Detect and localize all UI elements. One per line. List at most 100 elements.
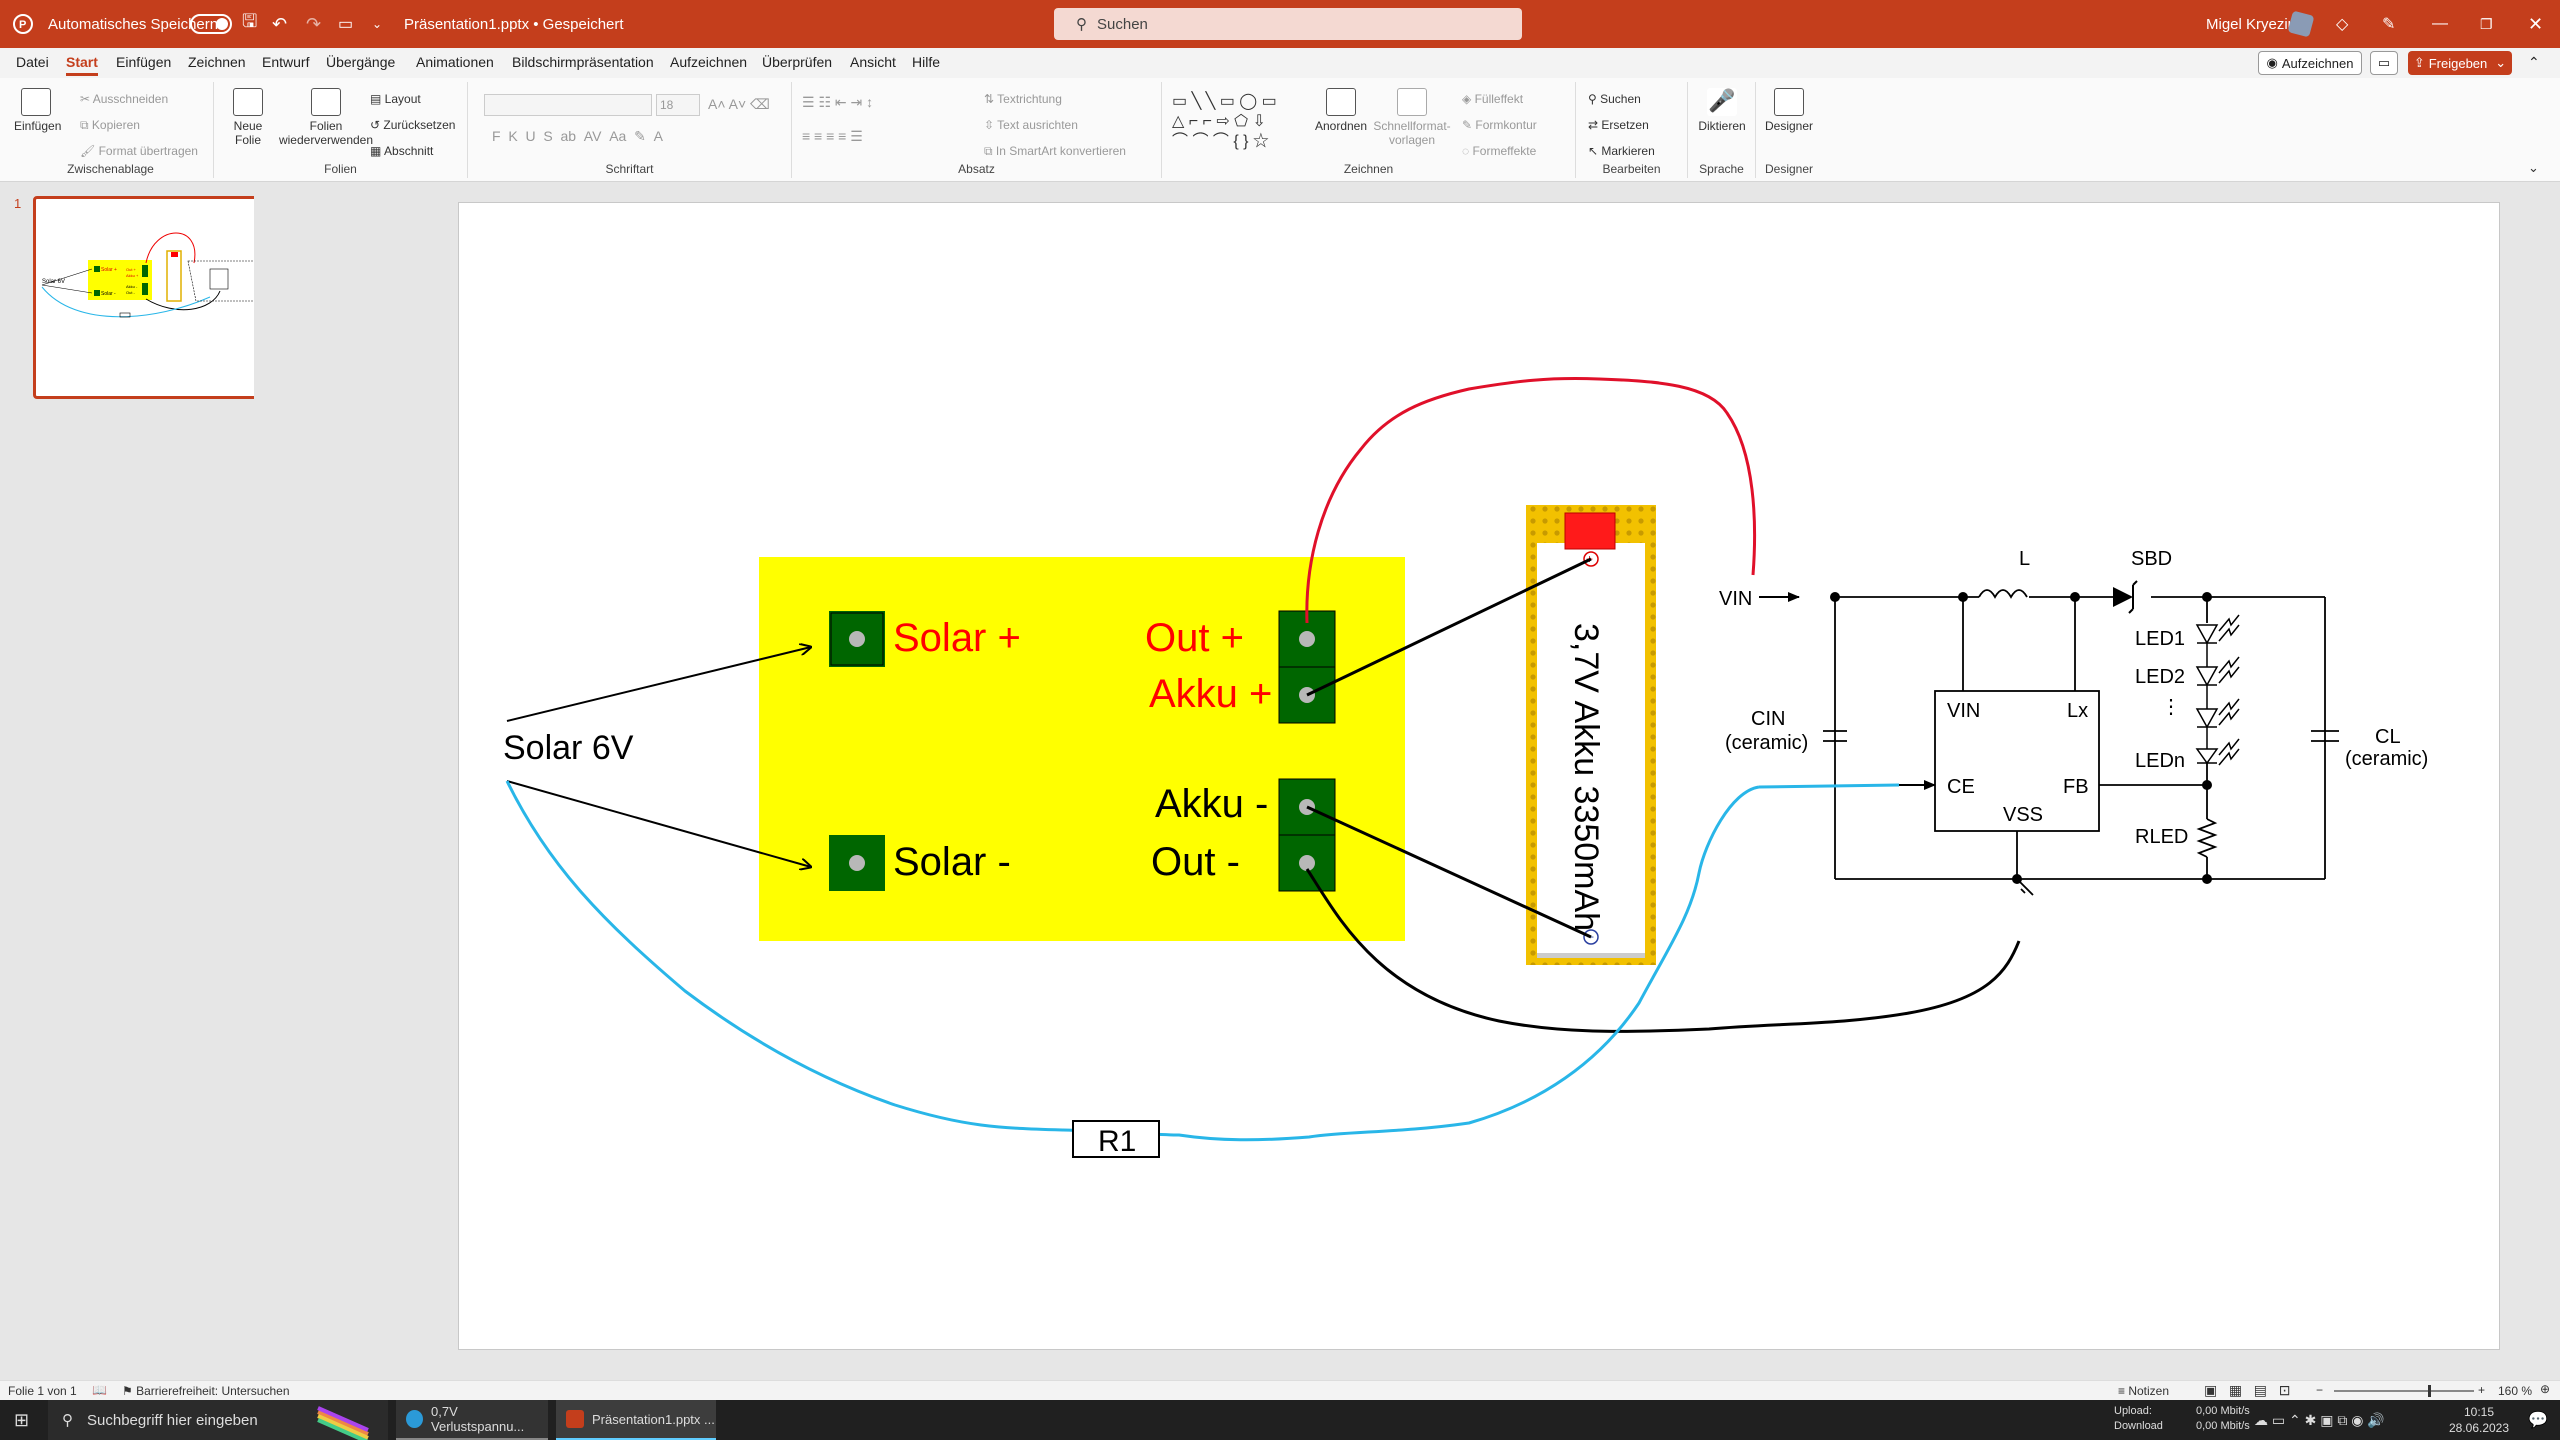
system-tray-icons[interactable]: ☁ ▭ ⌃ ✱ ▣ ⧉ ◉ 🔊 [2254,1411,2385,1428]
font-style-icons[interactable]: F K U S ab AV Aa ✎ A [492,128,663,144]
battery-label[interactable]: 3,7V Akku 3350mAh [1567,623,1605,931]
taskbar-app-powerpoint[interactable]: Präsentation1.pptx ... [556,1400,716,1440]
save-icon[interactable]: 🖫 [242,11,258,31]
tab-ansicht[interactable]: Ansicht [850,54,896,70]
tab-uebergaenge[interactable]: Übergänge [326,54,396,70]
solar-6v-label[interactable]: Solar 6V [503,729,634,767]
close-icon[interactable]: ✕ [2528,13,2544,34]
dictate-button[interactable]: 🎤Diktieren [1692,88,1752,133]
shapes-gallery[interactable]: ▭ ╲ ╲ ▭ ◯ ▭△ ⌐ ⌐ ⇨ ⬠ ⇩⌒ ⌒ ⌒ { } ☆ [1172,93,1277,150]
tab-entwurf[interactable]: Entwurf [262,54,310,70]
redo-icon[interactable]: ↷ [306,13,322,34]
chevron-up-icon[interactable]: ⌃ [2528,54,2540,70]
shape-effects-button[interactable]: ◌ Formeffekte [1462,144,1536,158]
wire-cyan-ce[interactable] [505,780,1760,1142]
tab-einfuegen[interactable]: Einfügen [116,54,172,70]
cut-button[interactable]: ✂ Ausschneiden [80,92,168,106]
slide-canvas[interactable]: Solar + Solar - Out + Akku + Akku - Out … [458,202,2500,1350]
record-button[interactable]: ◉Aufzeichnen [2258,51,2362,75]
shape-outline-button[interactable]: ✎ Formkontur [1462,118,1537,132]
arrow-to-solar-plus[interactable] [506,647,811,722]
zoom-level[interactable]: 160 % [2498,1384,2533,1398]
resistor-r1[interactable] [1072,1120,1160,1158]
customize-icon[interactable]: ⌄ [372,17,383,31]
notes-button[interactable]: ≡ Notizen [2118,1384,2169,1398]
reset-button[interactable]: ↺ Zurücksetzen [370,118,455,132]
avatar[interactable] [2287,0,2315,48]
find-button[interactable]: ⚲ Suchen [1588,92,1641,106]
solar-plus-label[interactable]: Solar + [893,616,1021,660]
search-box[interactable]: ⚲ Suchen [1054,8,1522,40]
notifications-icon[interactable]: 💬 [2528,1412,2548,1429]
alignment-icons[interactable]: ≡ ≡ ≡ ≡ ☰ [802,128,863,144]
format-painter-button[interactable]: 🖌 Format übertragen [80,144,198,158]
smartart-button[interactable]: ⧉ In SmartArt konvertieren [984,144,1126,159]
maximize-icon[interactable]: ❐ [2480,15,2493,32]
pen-icon[interactable]: ✎ [2382,16,2396,33]
font-size-select[interactable]: 18 [656,94,700,116]
fit-slide-icon[interactable]: ⊕ [2540,1382,2551,1396]
zoom-out-icon[interactable]: − [2316,1383,2324,1397]
font-grow-icon[interactable]: A˄ A˅ ⌫ [708,96,770,112]
led-string[interactable] [2195,614,2240,766]
replace-button[interactable]: ⇄ Ersetzen [1588,118,1649,132]
solar-minus-label[interactable]: Solar - [893,840,1011,884]
wire-red-vin[interactable] [1305,376,1757,624]
taskbar-app-browser[interactable]: 0,7V Verlustspannu... [396,1400,548,1440]
user-name[interactable]: Migel Kryeziu [2206,15,2297,33]
slide-count[interactable]: Folie 1 von 1 [8,1384,77,1398]
select-button[interactable]: ↖ Markieren [1588,144,1655,158]
wire-akku-minus[interactable] [1306,805,1592,939]
comments-icon[interactable]: ▭ [2370,51,2398,75]
solar-minus-terminal[interactable] [829,835,885,891]
tab-animationen[interactable]: Animationen [416,54,494,70]
autosave-toggle[interactable] [182,0,240,48]
spellcheck-icon[interactable]: 📖 [92,1383,107,1397]
akku-plus-label[interactable]: Akku + [1149,672,1272,716]
document-title[interactable]: Präsentation1.pptx • Gespeichert [404,15,624,33]
section-button[interactable]: ▦ Abschnitt [370,144,433,158]
diamond-icon[interactable]: ◇ [2336,16,2349,33]
wire-black-ground[interactable] [1305,868,2021,1033]
tab-start[interactable]: Start [66,54,98,76]
align-text-button[interactable]: ⇳ Text ausrichten [984,118,1078,132]
tab-hilfe[interactable]: Hilfe [912,54,941,70]
out-minus-terminal[interactable] [1278,834,1336,892]
layout-button[interactable]: ▤ Layout [370,92,421,106]
font-name-select[interactable] [484,94,652,116]
zoom-in-icon[interactable]: + [2478,1383,2486,1397]
share-button[interactable]: ⇪Freigeben⌄ [2408,51,2512,75]
paste-button[interactable]: Einfügen [14,88,61,133]
tab-ueberpruefen[interactable]: Überprüfen [762,54,833,70]
arrange-button[interactable]: Anordnen [1314,88,1368,133]
view-buttons[interactable]: ▣ ▦ ▤ ⊡ [2204,1382,2291,1398]
copy-button[interactable]: ⧉ Kopieren [80,118,140,133]
tab-bildschirmpraesentation[interactable]: Bildschirmpräsentation [512,54,654,70]
collapse-ribbon-icon[interactable]: ⌄ [2528,160,2539,175]
designer-button[interactable]: Designer [1760,88,1818,133]
new-slide-button[interactable]: Neue Folie [220,88,276,147]
present-icon[interactable]: ▭ [338,16,354,33]
accessibility-status[interactable]: ⚑ Barrierefreiheit: Untersuchen [122,1384,290,1398]
zoom-slider-thumb[interactable] [2428,1385,2431,1397]
arrow-to-solar-minus[interactable] [506,780,811,867]
shape-fill-button[interactable]: ◈ Fülleffekt [1462,92,1523,106]
tab-zeichnen[interactable]: Zeichnen [188,54,246,70]
wire-akku-plus[interactable] [1306,557,1592,697]
undo-icon[interactable]: ↶ [272,13,288,34]
out-plus-label[interactable]: Out + [1145,616,1244,660]
akku-plus-terminal[interactable] [1278,666,1336,724]
tab-aufzeichnen[interactable]: Aufzeichnen [670,54,748,70]
led-driver-schematic[interactable] [1759,589,2339,896]
minimize-icon[interactable]: — [2432,15,2448,32]
reuse-slides-button[interactable]: Folien wiederverwenden [278,88,374,147]
text-direction-button[interactable]: ⇅ Textrichtung [984,92,1062,106]
solar-plus-terminal[interactable] [829,611,885,667]
clock[interactable]: 10:15 28.06.2023 [2444,1404,2514,1436]
zoom-slider[interactable] [2334,1385,2474,1397]
battery-cell[interactable]: + − [1526,505,1656,965]
rainbow-widget-icon[interactable] [312,1400,382,1440]
schottky-diode[interactable] [2113,587,2133,607]
windows-start-icon[interactable]: ⊞ [14,1409,30,1430]
quick-styles-button[interactable]: Schnellformat-vorlagen [1372,88,1452,147]
